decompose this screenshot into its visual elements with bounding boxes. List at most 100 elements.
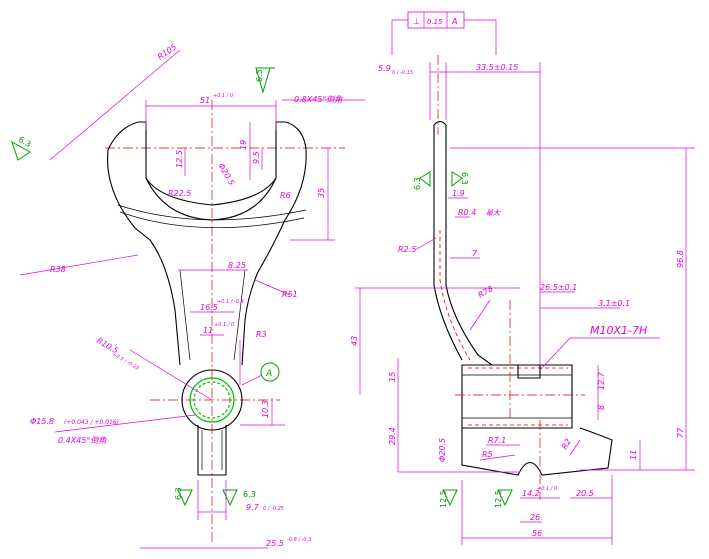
label-dim-16-5-tol: +0.1 / -0.3 (217, 299, 244, 305)
hub-bore-circle (189, 377, 235, 423)
tolerance-value: 0.15 (427, 18, 443, 26)
leader-r2-5 (414, 237, 437, 251)
roughness-symbol-4 (222, 489, 238, 507)
roughness-symbol-8 (497, 489, 513, 507)
label-r105: R105 (156, 42, 178, 61)
tolerance-frame: ⊥ 0.15 A (391, 11, 497, 55)
label-dim-3-1: 3.1±0.1 (598, 299, 630, 308)
leader-r105 (49, 49, 181, 161)
label-dim-9-7-tol: 0 / -0.25 (263, 506, 284, 512)
label-r38: R38 (50, 265, 66, 274)
hub-bore-chamfer (193, 381, 231, 419)
leader-r78 (469, 299, 491, 331)
leader-r51 (254, 279, 291, 296)
label-dia-20-5-side: Φ20.5 (438, 438, 447, 462)
lower-stub-inner (201, 430, 223, 470)
tolerance-symbol: ⊥ (413, 17, 420, 26)
leader-dia-15-8 (54, 414, 196, 433)
label-dim-16-5: 16.5 (200, 303, 218, 312)
roughness-symbol-7 (442, 489, 458, 507)
label-width-51-tol: +0.1 / 0 (213, 93, 233, 99)
side-boss (517, 365, 541, 379)
roughness-label-6: 6.3 (460, 172, 469, 185)
label-dim-5-9-tol: 0 / -0.15 (392, 70, 413, 76)
shank-inner-lines (179, 269, 246, 361)
label-chamfer-top: 0.8X45°倒角 (294, 95, 343, 104)
fork-inner-edge (138, 121, 286, 206)
roughness-symbol-6 (451, 171, 463, 188)
label-width-51: 51 (200, 96, 210, 105)
label-dim-14-2-tol: +0.1 / 0 (537, 486, 557, 492)
side-arm-hidden (439, 230, 471, 361)
label-thread: M10X1-7H (590, 324, 647, 337)
label-dim-5-9: 5.9 (378, 64, 391, 73)
label-max-note: 最大 (486, 209, 501, 217)
label-dim-1-9: 1.9 (452, 189, 465, 198)
roughness-label-2: 6.3 (17, 135, 33, 149)
label-dim-56: 56 (532, 529, 542, 538)
roughness-label-1: 6.3 (255, 69, 264, 82)
label-dia-15-8: Φ15.8 (30, 417, 54, 426)
leader-r10-5 (129, 349, 213, 401)
side-foot (461, 427, 613, 476)
datum-a-circle (260, 362, 280, 382)
label-r3: R3 (256, 330, 267, 339)
side-hub-body (461, 364, 573, 429)
label-dim-20-5: 20.5 (576, 489, 594, 498)
label-r2: R2 (560, 437, 573, 451)
label-dim-96-8: 96.8 (676, 250, 685, 268)
leader-ref-a (241, 374, 263, 386)
label-r51: R51 (282, 290, 298, 299)
roughness-symbol-1 (255, 67, 275, 94)
leader-thread (539, 337, 571, 371)
label-dim-33-5: 33.5±0.15 (476, 63, 518, 72)
roughness-label-4: 6.3 (243, 490, 256, 499)
hub-outer-circle (181, 369, 243, 431)
label-r5: R5 (482, 450, 493, 459)
label-dim-25-5: 25.5 (266, 539, 284, 548)
label-dim-77: 77 (676, 427, 685, 438)
label-r2-5: R2.5 (398, 245, 416, 254)
label-dim-43: 43 (350, 336, 359, 346)
label-r6: R6 (280, 191, 291, 200)
lower-stub (197, 425, 227, 476)
side-arm-profile (433, 125, 493, 366)
roughness-label-3: 6.3 (174, 487, 183, 500)
label-dim-19: 19 (239, 140, 248, 150)
fork-chamfer-line (117, 204, 307, 221)
label-dim-11-tol: +0.1 / 0 (214, 322, 234, 328)
label-chamfer-hole: 0.4X45°倒角 (58, 436, 107, 445)
tolerance-datum: A (451, 17, 457, 26)
label-r10-5-tol: +0.5 / -0.25 (111, 352, 140, 372)
roughness-label-5: 6.3 (413, 177, 422, 190)
fork-chamfer-line-2 (119, 211, 305, 229)
label-dim-11-side: 11 (629, 450, 638, 460)
label-dim-7: 7 (472, 249, 478, 258)
label-dim-15: 15 (388, 372, 397, 382)
label-dim-26: 26 (530, 513, 540, 522)
label-dim-35: 35 (317, 188, 326, 198)
label-dia-20-5: Φ20.5 (216, 162, 236, 187)
label-dim-8-25: 8.25 (228, 261, 246, 270)
roughness-symbol-5 (419, 171, 431, 188)
label-dim-9-5: 9.5 (252, 151, 261, 164)
frame-leader (391, 19, 497, 55)
leader-r5 (479, 454, 516, 461)
roughness-symbol-3 (177, 489, 193, 507)
roughness-label-8: 12.5 (494, 490, 503, 508)
label-dim-12-5: 12.5 (175, 150, 184, 168)
label-dim-26-5: 26.5±0.1 (540, 283, 577, 292)
label-ref-a: A (265, 369, 272, 379)
fork-inner-arc (145, 177, 277, 221)
label-dim-29-4: 29.4 (388, 427, 397, 445)
label-dim-12-7: 12.7 (597, 371, 606, 390)
roughness-symbol-2 (11, 140, 31, 161)
label-dim-25-5-tol: -0.8 / -0.3 (287, 537, 311, 543)
roughness-label-7: 12.5 (439, 490, 448, 508)
label-dim-14-2: 14.2 (522, 489, 540, 498)
label-r78: R78 (477, 284, 495, 300)
yoke-outline (107, 121, 307, 366)
side-hub-inner (462, 374, 572, 419)
leader-r38 (19, 254, 139, 276)
